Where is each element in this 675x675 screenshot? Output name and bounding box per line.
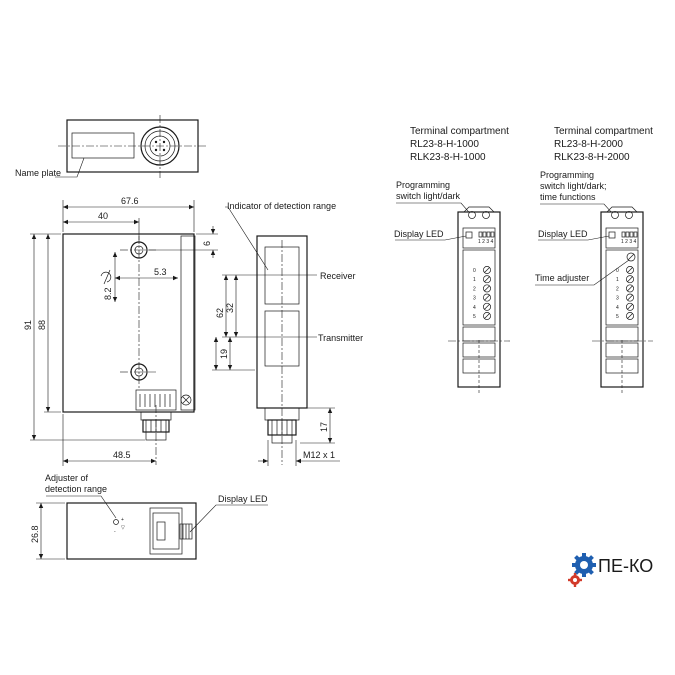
terminal-compartment-2: Terminal compartment RL23-8-H-2000 RLK23… xyxy=(535,126,653,395)
dim-32: 32 xyxy=(225,303,235,313)
terminal-screw-icon xyxy=(483,293,491,302)
compartment-1-title: Terminal compartment xyxy=(410,126,509,137)
terminal-screw-icon xyxy=(483,275,491,284)
terminal-number: 5 xyxy=(473,314,476,320)
dim-48-5: 48.5 xyxy=(113,450,131,460)
compartment-2-switch-label-1: Programming xyxy=(540,170,594,180)
compartment-2-switch-label-2: switch light/dark; xyxy=(540,181,607,191)
terminal-screw-icon xyxy=(626,293,634,302)
time-adjuster-icon xyxy=(626,252,636,262)
terminal-screw-icon xyxy=(483,312,491,320)
svg-text:+: + xyxy=(121,517,124,523)
receiver-label: Receiver xyxy=(320,271,356,281)
dim-17: 17 xyxy=(319,422,329,432)
dim-19: 19 xyxy=(219,349,229,359)
dim-40: 40 xyxy=(98,211,108,221)
terminal-number: 2 xyxy=(616,286,619,292)
compartment-1-switch-numbers: 1 2 3 4 xyxy=(478,239,494,245)
terminal-number: 4 xyxy=(473,305,476,311)
terminal-screw-icon xyxy=(483,302,491,311)
dim-5-3: 5.3 xyxy=(154,267,167,277)
adjuster-label-1: Adjuster of xyxy=(45,473,89,483)
dim-91: 91 xyxy=(23,320,33,330)
company-logo: ПЕ-КО xyxy=(568,553,653,587)
adjuster-label-2: detection range xyxy=(45,484,107,494)
terminal-number: 1 xyxy=(473,277,476,283)
terminal-screw-slot xyxy=(627,285,633,292)
terminal-number: 1 xyxy=(616,277,619,283)
compartment-2-display-led-label: Display LED xyxy=(538,229,588,239)
terminal-screw-slot xyxy=(484,313,490,319)
time-adjuster-label: Time adjuster xyxy=(535,273,589,283)
terminal-screw-icon xyxy=(626,312,634,320)
indicator-label: Indicator of detection range xyxy=(227,201,336,211)
dim-6: 6 xyxy=(202,241,212,246)
terminal-screw-slot xyxy=(484,294,490,301)
name-plate-label: Name plate xyxy=(15,168,61,178)
side-view: Indicator of detection range 62 32 19 Re… xyxy=(212,201,363,466)
terminal-screw-slot xyxy=(627,304,633,310)
dim-67-6: 67.6 xyxy=(121,196,139,206)
compartment-2-model-2: RLK23-8-H-2000 xyxy=(554,152,630,163)
terminal-screw-icon xyxy=(626,275,634,284)
terminal-screw-icon xyxy=(626,284,634,293)
dim-62: 62 xyxy=(215,308,225,318)
display-led-side-label: Display LED xyxy=(218,494,268,504)
terminal-screw-icon xyxy=(483,284,491,293)
front-view: 67.6 40 6 5.3 8.2 91 88 48.5 xyxy=(23,196,218,466)
compartment-1-model-2: RLK23-8-H-1000 xyxy=(410,152,486,163)
compartment-2-switch-label-3: time functions xyxy=(540,192,596,202)
dim-88: 88 xyxy=(37,320,47,330)
dim-8-2: 8.2 xyxy=(103,287,113,300)
compartment-2-model-1: RL23-8-H-2000 xyxy=(554,139,623,150)
compartment-2-title: Terminal compartment xyxy=(554,126,653,137)
compartment-1-switch-label-2: switch light/dark xyxy=(396,191,461,201)
terminal-screw-slot xyxy=(484,267,490,273)
terminal-number: 4 xyxy=(616,305,619,311)
terminal-screw-slot xyxy=(627,267,633,273)
logo-text: ПЕ-КО xyxy=(598,556,653,576)
terminal-screw-slot xyxy=(484,276,490,282)
terminal-screw-slot xyxy=(484,285,490,292)
compartment-1-display-led-label: Display LED xyxy=(394,229,444,239)
terminal-number: 2 xyxy=(473,286,476,292)
terminal-screw-slot xyxy=(627,276,633,282)
terminal-screw-slot xyxy=(484,304,490,310)
compartment-1-switch-label-1: Programming xyxy=(396,180,450,190)
terminal-number: 5 xyxy=(616,314,619,320)
terminal-screw-slot xyxy=(627,313,633,319)
svg-text:-: - xyxy=(114,529,116,535)
compartment-2-switch-numbers: 1 2 3 4 xyxy=(621,239,637,245)
terminal-compartment-1: Terminal compartment RL23-8-H-1000 RLK23… xyxy=(394,126,510,395)
terminal-screw-icon xyxy=(626,302,634,311)
terminal-screw-icon xyxy=(626,266,634,274)
terminal-screw-icon xyxy=(483,266,491,274)
svg-text:▽: ▽ xyxy=(121,525,125,531)
dim-26-8: 26.8 xyxy=(30,525,40,543)
m12-label: M12 x 1 xyxy=(303,450,335,460)
transmitter-label: Transmitter xyxy=(318,333,363,343)
compartment-1-model-1: RL23-8-H-1000 xyxy=(410,139,479,150)
terminal-number: 3 xyxy=(616,296,619,302)
terminal-number: 3 xyxy=(473,296,476,302)
bottom-view: + - ▽ Adjuster of detection range Displa… xyxy=(30,473,268,560)
terminal-screw-slot xyxy=(627,294,633,301)
terminal-number: 0 xyxy=(473,268,476,274)
terminal-number: 0 xyxy=(616,268,619,274)
top-view: Name plate xyxy=(15,115,208,178)
